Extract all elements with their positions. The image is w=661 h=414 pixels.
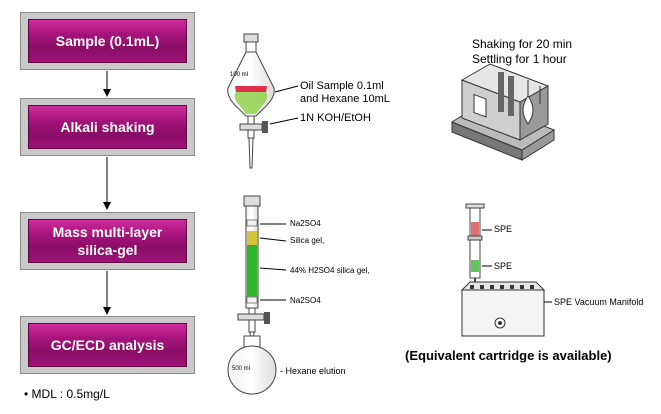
funnel-note-line1: Oil Sample 0.1ml — [300, 80, 384, 92]
funnel-pointer-1 — [274, 85, 299, 93]
funnel-pointer-2 — [269, 117, 299, 125]
shaker-note: Shaking for 20 min Settling for 1 hour — [472, 37, 572, 67]
bullet-icon: • — [24, 387, 32, 401]
step-gc-ecd: GC/ECD analysis — [20, 316, 195, 374]
layer-pointer-2 — [259, 237, 287, 242]
step-silica-gel: Mass multi-layer silica-gel — [20, 212, 195, 270]
funnel-reagent: 1N KOH/EtOH — [300, 112, 371, 124]
mdl-note: • MDL : 0.5mg/L — [24, 387, 110, 401]
separatory-funnel-icon — [227, 33, 275, 169]
step-gc-ecd-label: GC/ECD analysis — [28, 323, 187, 367]
layer-pointer-3 — [259, 267, 287, 271]
layer-label-acid-silica: 44% H2SO4 silica gel, — [290, 266, 370, 275]
layer-label-na2so4-top: Na2SO4 — [290, 219, 321, 228]
funnel-volume-label: 100 ml — [230, 72, 249, 78]
spe-manifold-label: SPE Vacuum Manifold — [554, 297, 644, 307]
funnel-note: Oil Sample 0.1ml and Hexane 10mL — [300, 80, 390, 106]
step-alkali-shaking-label: Alkali shaking — [28, 105, 187, 149]
mdl-text: MDL : 0.5mg/L — [31, 387, 110, 401]
shaker-line2: Settling for 1 hour — [472, 52, 567, 66]
spe-cartridge-icon — [465, 203, 485, 284]
round-flask-icon — [227, 335, 277, 395]
step-sample: Sample (0.1mL) — [20, 12, 195, 70]
step-sample-label: Sample (0.1mL) — [28, 19, 187, 63]
layer-label-na2so4-bottom: Na2SO4 — [290, 296, 321, 305]
spe-label-bottom: SPE — [494, 261, 513, 271]
layer-label-silica: Silica gel, — [290, 236, 325, 245]
step-alkali-shaking: Alkali shaking — [20, 98, 195, 156]
step-silica-gel-label: Mass multi-layer silica-gel — [28, 219, 187, 263]
shaker-machine-icon — [450, 63, 556, 161]
spe-manifold-icon — [460, 281, 546, 337]
funnel-note-line2: and Hexane 10mL — [300, 93, 390, 105]
flask-volume-label: 500 ml — [232, 366, 251, 372]
spe-label-top: SPE — [494, 224, 513, 234]
equivalent-cartridge-note: (Equivalent cartridge is available) — [405, 348, 612, 363]
hexane-elution-label: - Hexane elution — [280, 366, 346, 376]
silica-column-icon — [237, 195, 270, 343]
shaker-line1: Shaking for 20 min — [472, 37, 573, 51]
